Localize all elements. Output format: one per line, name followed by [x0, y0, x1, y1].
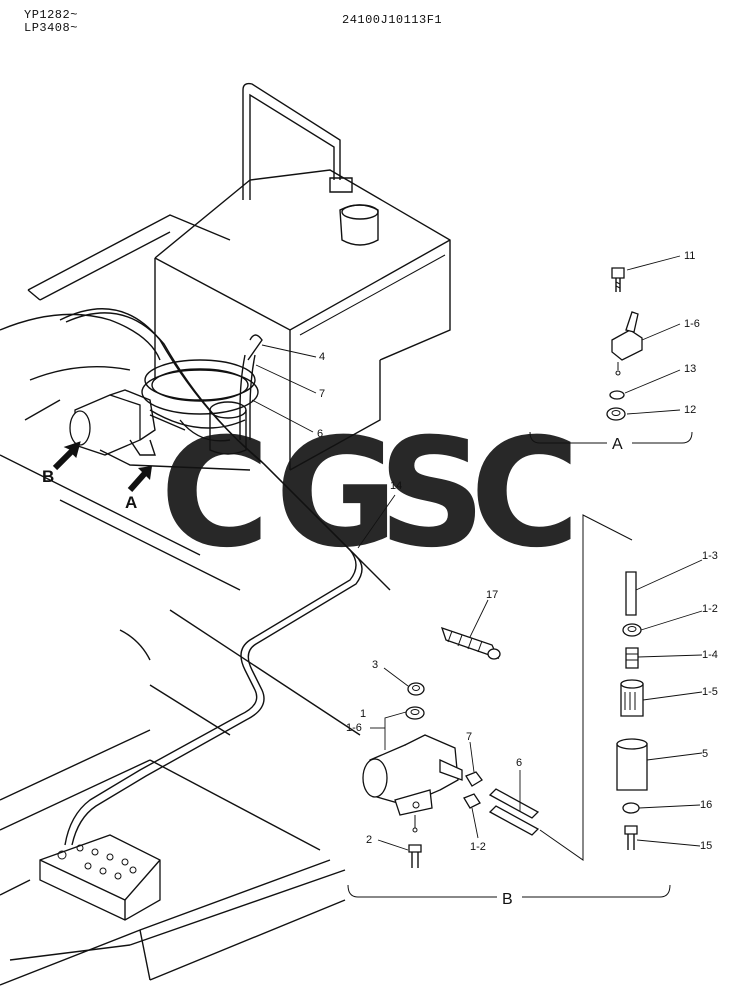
- callout-f-15: 15: [700, 840, 712, 852]
- callout-13: 13: [684, 363, 696, 375]
- view-a-label: A: [612, 436, 623, 453]
- fuel-tank: [154, 169, 451, 471]
- callout-14: 14: [390, 480, 402, 492]
- callout-2: 2: [366, 834, 372, 846]
- callout-17: 17: [486, 589, 498, 601]
- watermark-letter-s: S: [378, 407, 486, 581]
- callout-b-7: 7: [466, 731, 472, 743]
- callout-f-5: 5: [702, 748, 708, 760]
- filter-assembly: 1-3 1-2 1-4 1-5 5 16 15: [616, 550, 718, 852]
- callout-7: 7: [319, 388, 325, 400]
- view-b-detail: 17 3 1 1-6 7: [346, 514, 671, 908]
- handrail: [242, 82, 353, 200]
- machine-frame: [0, 214, 361, 986]
- callout-b-1-2: 1-2: [470, 841, 486, 853]
- callout-4: 4: [319, 351, 325, 363]
- main-callouts: 4 7 6 14: [251, 344, 402, 549]
- callout-b-1-6: 1-6: [346, 722, 362, 734]
- watermark-letter-c2: C: [470, 407, 580, 581]
- callout-11: 11: [684, 250, 695, 262]
- callout-f-1-2: 1-2: [702, 603, 718, 615]
- callout-12: 12: [684, 404, 696, 416]
- callout-3: 3: [372, 659, 378, 671]
- view-arrow-b-label: B: [42, 467, 54, 486]
- callout-f-1-3: 1-3: [702, 550, 718, 562]
- callout-b-1: 1: [360, 708, 366, 720]
- callout-f-1-5: 1-5: [702, 686, 718, 698]
- battery: [39, 834, 161, 921]
- watermark-letter-c1: C: [160, 407, 270, 581]
- drawing-number: 24100J10113F1: [342, 13, 443, 27]
- callout-a-1-6: 1-6: [684, 318, 700, 330]
- callout-6: 6: [317, 428, 323, 440]
- cgsc-watermark: C G S C: [160, 407, 580, 581]
- watermark-letter-g: G: [275, 407, 398, 581]
- fuel-pump-main: [69, 389, 251, 471]
- serial-range-2: LP3408~: [24, 21, 78, 35]
- view-a-detail: 11 1-6 13 12 A: [529, 250, 700, 453]
- fuel-line-14: [59, 308, 391, 846]
- callout-f-16: 16: [700, 799, 712, 811]
- view-b-label: B: [502, 891, 513, 908]
- serial-range-1: YP1282~: [24, 8, 78, 22]
- callout-b-6: 6: [516, 757, 522, 769]
- view-arrow-b: B: [42, 441, 81, 486]
- view-arrow-a: A: [125, 466, 152, 512]
- view-arrow-a-label: A: [125, 493, 137, 512]
- fuel-hose-coil: [141, 334, 263, 455]
- callout-f-1-4: 1-4: [702, 649, 718, 661]
